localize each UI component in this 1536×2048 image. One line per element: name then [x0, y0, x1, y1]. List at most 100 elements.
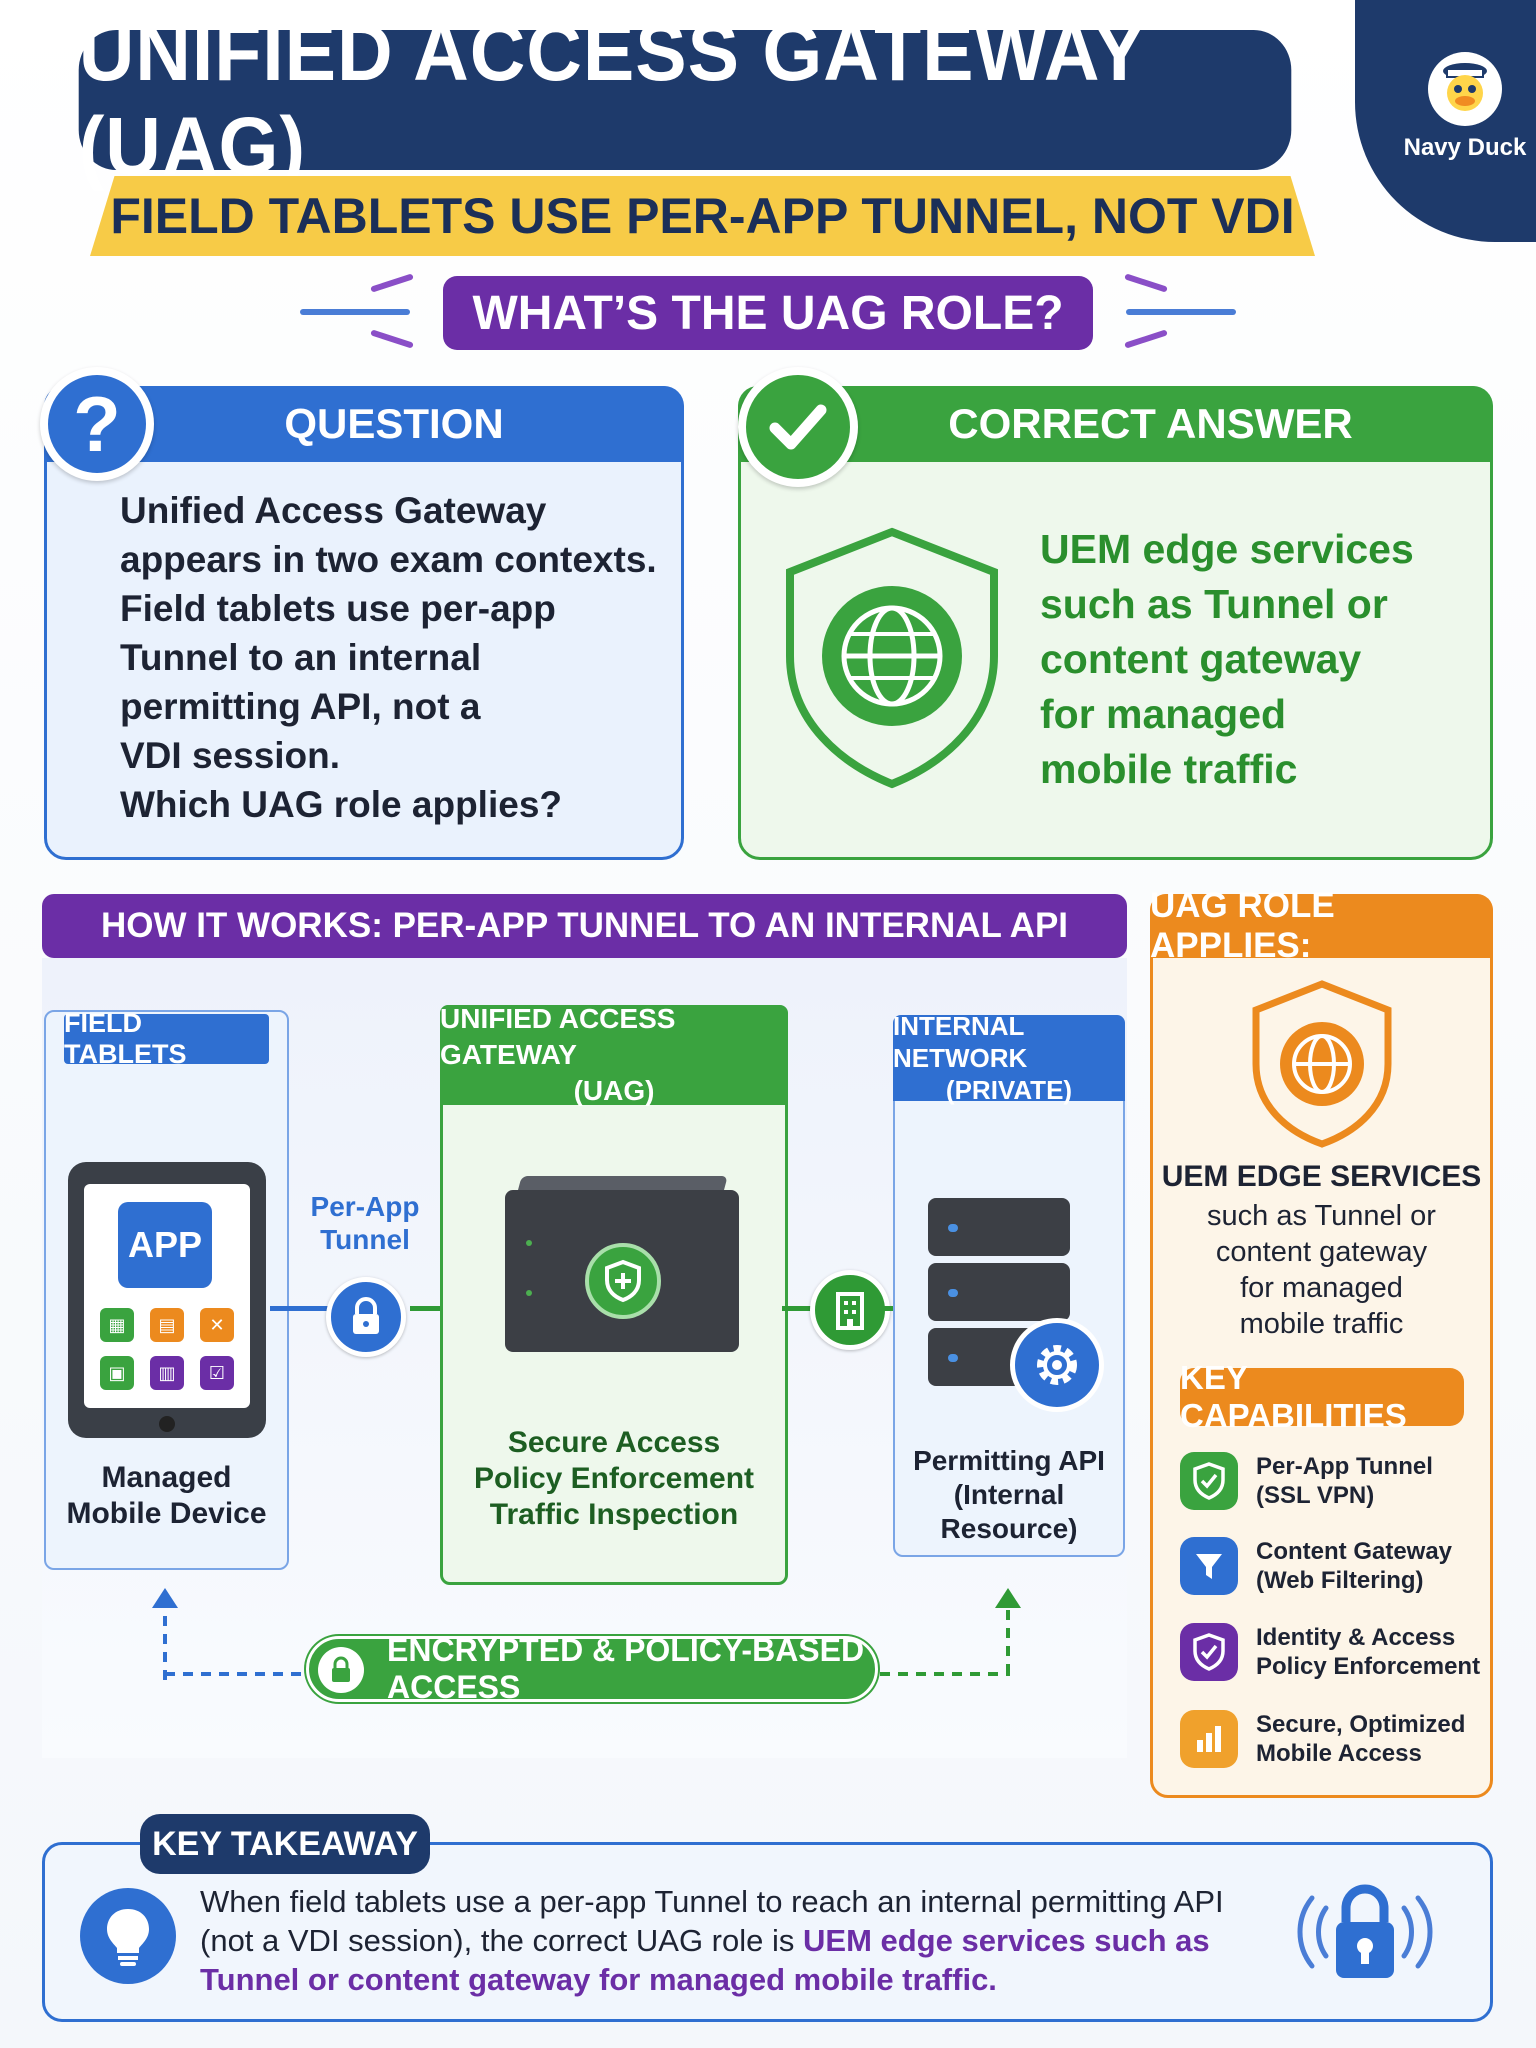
uag-head-line: UNIFIED ACCESS GATEWAY — [440, 1003, 676, 1070]
question-line: Tunnel to an internal — [120, 637, 482, 678]
spark-left-top — [370, 273, 414, 293]
divider-left — [300, 309, 410, 315]
answer-text: UEM edge services such as Tunnel or cont… — [1040, 522, 1480, 797]
capability-line: Per-App Tunnel — [1256, 1453, 1433, 1480]
logo-name: Navy Duck — [1403, 134, 1527, 161]
per-app-tunnel-label: Per-App Tunnel — [305, 1190, 425, 1256]
gear-icon — [1010, 1318, 1104, 1412]
capability-line: Secure, Optimized — [1256, 1711, 1466, 1738]
server-led — [526, 1290, 532, 1296]
divider-right — [1126, 309, 1236, 315]
key-takeaway-text: When field tablets use a per-app Tunnel … — [200, 1882, 1260, 1999]
connector-line — [882, 1306, 896, 1311]
internal-head-line: INTERNAL NETWORK — [893, 1011, 1028, 1073]
how-it-works-title: HOW IT WORKS: PER-APP TUNNEL TO AN INTER… — [42, 894, 1127, 958]
uag-caption-line: Traffic Inspection — [489, 1498, 739, 1531]
question-line: appears in two exam contexts. — [120, 539, 657, 580]
answer-line: for managed — [1040, 691, 1287, 737]
capability-line: (Web Filtering) — [1256, 1567, 1424, 1594]
lock-icon — [326, 1277, 406, 1357]
takeaway-highlight: UEM edge services such as Tunnel or cont… — [200, 1923, 1210, 1997]
key-capabilities-label: KEY CAPABILITIES — [1180, 1359, 1464, 1434]
app-grid-icon: ▥ — [150, 1356, 184, 1390]
answer-line: mobile traffic — [1040, 746, 1298, 792]
spark-right-bottom — [1124, 329, 1168, 349]
answer-line: such as Tunnel or — [1040, 581, 1388, 627]
duck-mascot-icon — [1428, 52, 1502, 126]
connector-line — [782, 1306, 822, 1311]
shield-icon — [585, 1243, 661, 1319]
server-led — [526, 1240, 532, 1246]
capability-item: Secure, Optimized Mobile Access — [1256, 1710, 1491, 1768]
edge-line: such as Tunnel or — [1207, 1200, 1436, 1232]
caption-line: Managed — [101, 1461, 232, 1494]
internal-network-header: INTERNAL NETWORK (PRIVATE) — [893, 1011, 1125, 1105]
edge-line: for managed — [1240, 1272, 1403, 1304]
identity-shield-icon — [1180, 1623, 1238, 1681]
edge-services-text: such as Tunnel or content gateway for ma… — [1150, 1198, 1493, 1342]
capability-item: Content Gateway (Web Filtering) — [1256, 1537, 1491, 1595]
question-line: permitting API, not a — [120, 686, 481, 727]
internal-caption-line: (Internal Resource) — [940, 1479, 1078, 1544]
capability-item: Identity & Access Policy Enforcement — [1256, 1623, 1491, 1681]
key-takeaway-label: KEY TAKEAWAY — [140, 1814, 430, 1874]
page-subtitle: FIELD TABLETS USE PER-APP TUNNEL, NOT VD… — [90, 176, 1315, 256]
shield-check-icon — [1180, 1452, 1238, 1510]
question-mark-icon: ? — [40, 367, 154, 481]
edge-services-title: UEM EDGE SERVICES — [1161, 1160, 1482, 1193]
tablet-home-button — [159, 1416, 175, 1432]
page-title: UNIFIED ACCESS GATEWAY (UAG) — [78, 7, 1292, 192]
bar-chart-icon — [1180, 1710, 1238, 1768]
encrypted-flow-arrows — [152, 1588, 1021, 1680]
building-icon — [810, 1270, 890, 1350]
uag-header: UNIFIED ACCESS GATEWAY (UAG) — [440, 1003, 788, 1106]
lightbulb-icon — [80, 1888, 176, 1984]
role-applies-header: UAG ROLE APPLIES: — [1150, 886, 1493, 965]
app-tile: APP — [118, 1202, 212, 1288]
question-text: Unified Access Gateway appears in two ex… — [120, 486, 660, 829]
tunnel-line: Per-App — [310, 1191, 420, 1222]
uag-caption: Secure Access Policy Enforcement Traffic… — [440, 1425, 788, 1533]
globe-shield-icon — [1252, 980, 1392, 1148]
internal-caption-line: Permitting API — [913, 1445, 1105, 1476]
encrypted-access-pill: ENCRYPTED & POLICY-BASED ACCESS — [306, 1632, 878, 1705]
app-grid-icon: ▤ — [150, 1308, 184, 1342]
field-tablets-label: FIELD TABLETS — [64, 1008, 269, 1069]
rack-led — [948, 1224, 958, 1232]
role-question-pill: WHAT’S THE UAG ROLE? — [443, 276, 1093, 350]
answer-header: CORRECT ANSWER — [738, 386, 1493, 462]
capability-item: Per-App Tunnel (SSL VPN) — [1256, 1452, 1491, 1510]
question-line: Field tablets use per-app — [120, 588, 556, 629]
app-grid-icon: ☑ — [200, 1356, 234, 1390]
lock-icon — [318, 1647, 364, 1693]
capability-line: Policy Enforcement — [1256, 1653, 1481, 1680]
uag-caption-line: Secure Access — [507, 1426, 721, 1459]
device-caption: Managed Mobile Device — [44, 1460, 289, 1532]
takeaway-plain: When field tablets use a per-app Tunnel … — [200, 1884, 1224, 1958]
capability-line: (SSL VPN) — [1256, 1482, 1375, 1509]
app-grid-icon: ▣ — [100, 1356, 134, 1390]
capability-line: Content Gateway — [1256, 1538, 1453, 1565]
answer-line: content gateway — [1040, 636, 1362, 682]
internal-caption: Permitting API (Internal Resource) — [893, 1444, 1125, 1546]
app-grid-icon: ▦ — [100, 1308, 134, 1342]
globe-shield-icon — [786, 527, 998, 789]
capability-line: Identity & Access — [1256, 1624, 1456, 1651]
spark-left-bottom — [370, 329, 414, 349]
checkmark-icon — [738, 367, 858, 487]
connector-line — [270, 1306, 330, 1311]
brand-logo: Navy Duck — [1355, 0, 1536, 242]
padlock-icon — [1297, 1884, 1433, 1978]
question-line: Unified Access Gateway — [120, 490, 547, 531]
question-line: VDI session. — [120, 735, 341, 776]
answer-line: UEM edge services — [1040, 526, 1414, 572]
rack-led — [948, 1289, 958, 1297]
tunnel-line: Tunnel — [320, 1224, 410, 1255]
caption-line: Mobile Device — [66, 1497, 267, 1530]
uag-caption-line: Policy Enforcement — [473, 1462, 755, 1495]
rack-led — [948, 1354, 958, 1362]
spark-right-top — [1124, 273, 1168, 293]
filter-icon — [1180, 1537, 1238, 1595]
internal-head-line: (PRIVATE) — [945, 1075, 1073, 1105]
